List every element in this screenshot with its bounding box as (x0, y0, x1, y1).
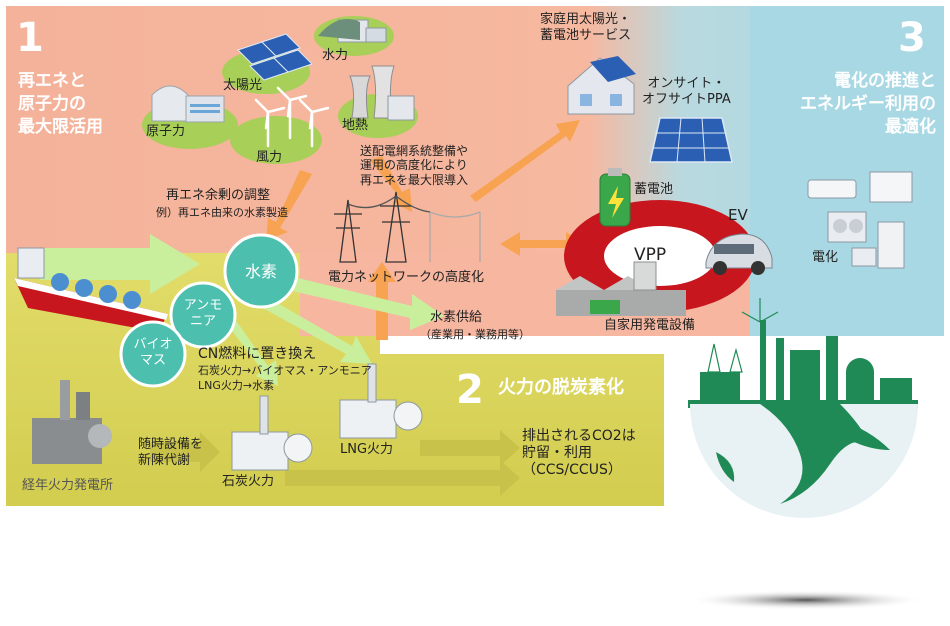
home-solar-label: 家庭用太陽光・ 蓄電池サービス (540, 12, 632, 43)
ppa-label: オンサイト・ オフサイトPPA (642, 76, 731, 107)
coal-label: 石炭火力 (222, 474, 275, 489)
section3-title: 電化の推進と エネルギー利用の 最適化 (800, 71, 936, 137)
electrification-label: 電化 (812, 250, 839, 265)
renewable-surplus-sub: 例）再エネ由来の水素製造 (156, 206, 288, 219)
section3-number: 3 (898, 15, 926, 61)
appliance-icons (807, 171, 913, 269)
ev-car-icon (705, 233, 773, 275)
aging-plant-icon (32, 380, 112, 464)
vpp-label: VPP (634, 245, 667, 265)
network-label: 電力ネットワークの高度化 (328, 270, 485, 285)
coal-plant-icon (231, 395, 313, 471)
solar-panel-icon (237, 33, 313, 81)
section1-number: 1 (16, 15, 44, 61)
aging-plant-label: 経年火力発電所 (22, 478, 114, 493)
battery-icon (599, 168, 631, 227)
olive-flow-arrows (150, 430, 520, 496)
hydrogen-bubble (223, 233, 299, 309)
hydrogen-supply-sub: （産業用・業務用等） (420, 328, 530, 341)
section2-title: 火力の脱炭素化 (498, 377, 624, 398)
cn-fuel-sub1: 石炭火力→バイオマス・アンモニア (198, 364, 372, 377)
wind-label: 風力 (256, 150, 283, 165)
battery-label: 蓄電池 (634, 182, 674, 197)
geothermal-plant-icon (349, 65, 415, 121)
earth-globe-icon (688, 298, 918, 518)
section1-title: 再エネと 原子力の 最大限活用 (18, 71, 103, 137)
grid-note: 送配電網系統整備や 運用の高度化により 再エネを最大限導入 (360, 144, 469, 187)
transmission-tower-icon (334, 191, 481, 263)
ship-supply-arrow (40, 234, 200, 294)
ppa-solar-panel-icon (649, 117, 733, 163)
ammonia-bubble-label: アンモ ニア (183, 298, 223, 329)
ammonia-bubble (169, 281, 237, 349)
solar-label: 太陽光 (223, 78, 263, 93)
wind-land (230, 116, 322, 164)
earth-shadow (686, 590, 926, 610)
cn-fuel-label: CN燃料に置き換え (198, 346, 317, 362)
lng-label: LNG火力 (340, 442, 394, 457)
hydro-label: 水力 (322, 48, 349, 63)
biomass-bubble-label: バイオ マス (133, 337, 173, 368)
lng-ship-icon (14, 247, 168, 332)
renewable-surplus-label: 再エネ余剰の調整 (166, 188, 271, 203)
ev-label: EV (728, 206, 748, 224)
hydrogen-supply-label: 水素供給 (430, 310, 483, 325)
green-flow-arrows (222, 276, 444, 386)
wind-turbine-icon (254, 86, 330, 148)
hydrogen-bubble-label: 水素 (244, 262, 277, 281)
private-generation-icon (556, 261, 686, 316)
biomass-bubble (119, 320, 187, 388)
replacement-label: 随時設備を 新陳代謝 (138, 437, 204, 468)
lng-plant-icon (339, 363, 423, 439)
house-icon (567, 56, 636, 115)
nuclear-plant-icon (151, 85, 225, 123)
section2-number: 2 (456, 367, 484, 413)
hydro-plant-icon (318, 19, 387, 43)
nuclear-label: 原子力 (146, 124, 186, 139)
section3-background (750, 6, 944, 336)
vpp-center (604, 226, 716, 286)
cn-fuel-sub2: LNG火力→水素 (198, 379, 275, 392)
co2-label: 排出されるCO2は 貯留・利用 （CCS/CCUS） (522, 428, 636, 478)
private-generation-label: 自家用発電設備 (604, 318, 696, 333)
geothermal-label: 地熱 (342, 118, 369, 133)
